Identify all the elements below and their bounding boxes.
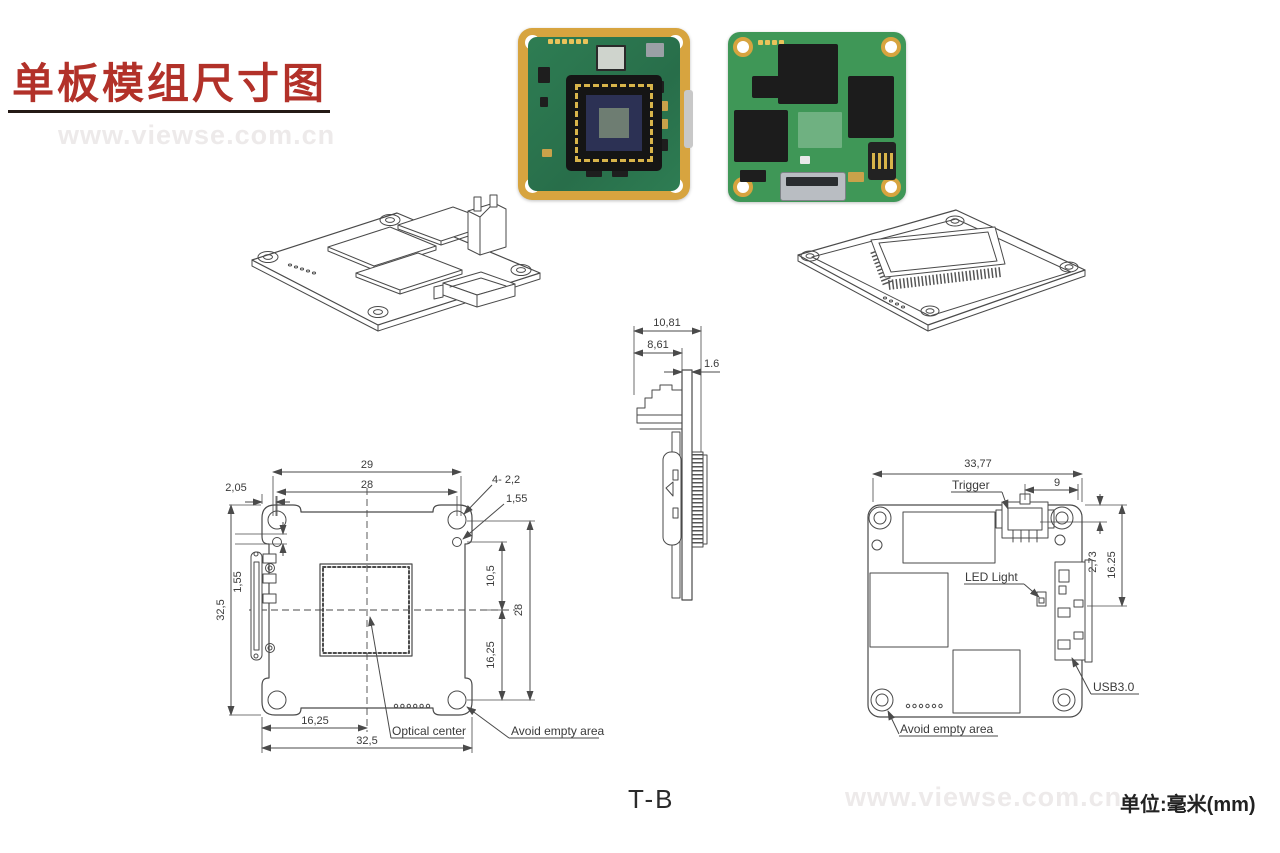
ic-outline (869, 572, 949, 648)
sensor-footprint (319, 563, 413, 657)
ic-chip (778, 44, 838, 104)
usb3-connector (780, 172, 846, 201)
dim-board-thickness: 1.6 (704, 358, 719, 370)
ic-chip (848, 76, 894, 138)
dim-width-outer: 29 (361, 459, 373, 471)
trigger-connector-outline (995, 493, 1055, 543)
dim-body-depth: 8,61 (647, 339, 668, 351)
dim-height: 32,5 (215, 599, 227, 620)
label-led-light: LED Light (965, 570, 1018, 584)
label-usb3: USB3.0 (1093, 680, 1135, 694)
iso-board-back (251, 194, 541, 332)
alignment-hole (452, 537, 462, 547)
front-view-drawing: 29 28 2,05 4- 2,2 1,55 1,55 32,5 10,5 (215, 459, 604, 753)
unit-label: 单位:毫米(mm) (1120, 794, 1256, 816)
mount-hole (881, 37, 901, 57)
back-board-outline (867, 493, 1093, 718)
side-dimensions: 10,81 8,61 1.6 (633, 317, 720, 452)
title-underline (8, 110, 330, 113)
watermark-bottom: www.viewse.com.cn (845, 782, 1123, 812)
side-view-drawing: 10,81 8,61 1.6 (633, 317, 720, 601)
sensor-pad-ring (575, 84, 653, 162)
dim-edge-offset: 2,05 (225, 482, 246, 494)
side-profile (636, 369, 708, 601)
pcb-surface (528, 37, 680, 191)
label-avoid-empty-area: Avoid empty area (900, 722, 993, 736)
mount-hole (868, 506, 892, 530)
page-title: 单板模组尺寸图 (12, 60, 328, 107)
trigger-connector (868, 142, 896, 180)
mount-hole (870, 688, 894, 712)
iso-pad-dots (882, 296, 906, 309)
photo-board-front (518, 28, 693, 200)
ic-outline (952, 649, 1021, 714)
ic-outline (902, 511, 996, 564)
alignment-hole (272, 537, 282, 547)
iso-board-front (797, 209, 1086, 332)
iso-usb-connector (433, 271, 516, 308)
label-avoid-empty-area: Avoid empty area (511, 724, 604, 738)
view-label: T-B (628, 784, 675, 814)
dim-width-inner: 28 (361, 479, 373, 491)
sensor-glass-side (702, 454, 708, 545)
usb-side-profile (662, 451, 682, 546)
pad-dots (393, 703, 431, 709)
alignment-hole (1054, 534, 1066, 546)
dim-trigger-offset: 2,73 (1087, 551, 1099, 572)
back-dimensions: 33,77 Trigger 9 2,73 16.25 LED Light USB… (872, 458, 1139, 737)
mount-hole (1050, 506, 1074, 530)
mount-hole (1052, 688, 1076, 712)
dim-back-width: 33,77 (964, 458, 992, 470)
mount-hole (733, 37, 753, 57)
watermark-top: www.viewse.com.cn (58, 120, 336, 150)
dim-bottom-full: 32,5 (356, 735, 377, 747)
ic-chip (752, 76, 780, 98)
label-trigger: Trigger (952, 478, 990, 492)
dim-left-pin: 1,55 (232, 571, 244, 592)
iso-trigger-connector (467, 194, 507, 256)
iso-drawing-back (251, 194, 541, 332)
dim-lower-right: 16,25 (485, 641, 497, 669)
alignment-hole (871, 539, 883, 551)
front-board-outline (249, 488, 515, 732)
oscillator-chip (596, 45, 626, 71)
mount-hole (267, 690, 287, 710)
dim-right-span: 28 (513, 604, 525, 616)
dim-small-hole: 1,55 (506, 493, 527, 505)
back-view-drawing: 33,77 Trigger 9 2,73 16.25 LED Light USB… (867, 458, 1139, 737)
iso-pad-dots (287, 263, 317, 275)
image-sensor (566, 75, 662, 171)
dim-total-depth: 10,81 (653, 317, 681, 329)
dim-bottom-half: 16,25 (301, 715, 329, 727)
dim-trigger-span: 9 (1054, 477, 1060, 489)
sensor-die (586, 95, 642, 151)
usb3-connector-outline (1054, 559, 1093, 663)
led-outline (1036, 591, 1047, 607)
ic-chip (734, 110, 788, 162)
dim-hole-callout: 4- 2,2 (492, 474, 520, 486)
iso-sensor-chip (870, 226, 1006, 291)
label-optical-center: Optical center (392, 724, 466, 738)
usb-connector-side (684, 90, 693, 148)
front-dimensions: 29 28 2,05 4- 2,2 1,55 1,55 32,5 10,5 (215, 459, 604, 753)
dim-upper-right: 10,5 (485, 565, 497, 586)
usb-edge-profile (250, 551, 263, 661)
mount-hole (447, 690, 467, 710)
iso-drawing-front (797, 209, 1086, 332)
photo-board-back (728, 32, 906, 202)
dim-usb-offset: 16.25 (1106, 551, 1118, 579)
led-component (800, 156, 810, 164)
mount-hole (881, 177, 901, 197)
pad-dots (905, 703, 943, 709)
